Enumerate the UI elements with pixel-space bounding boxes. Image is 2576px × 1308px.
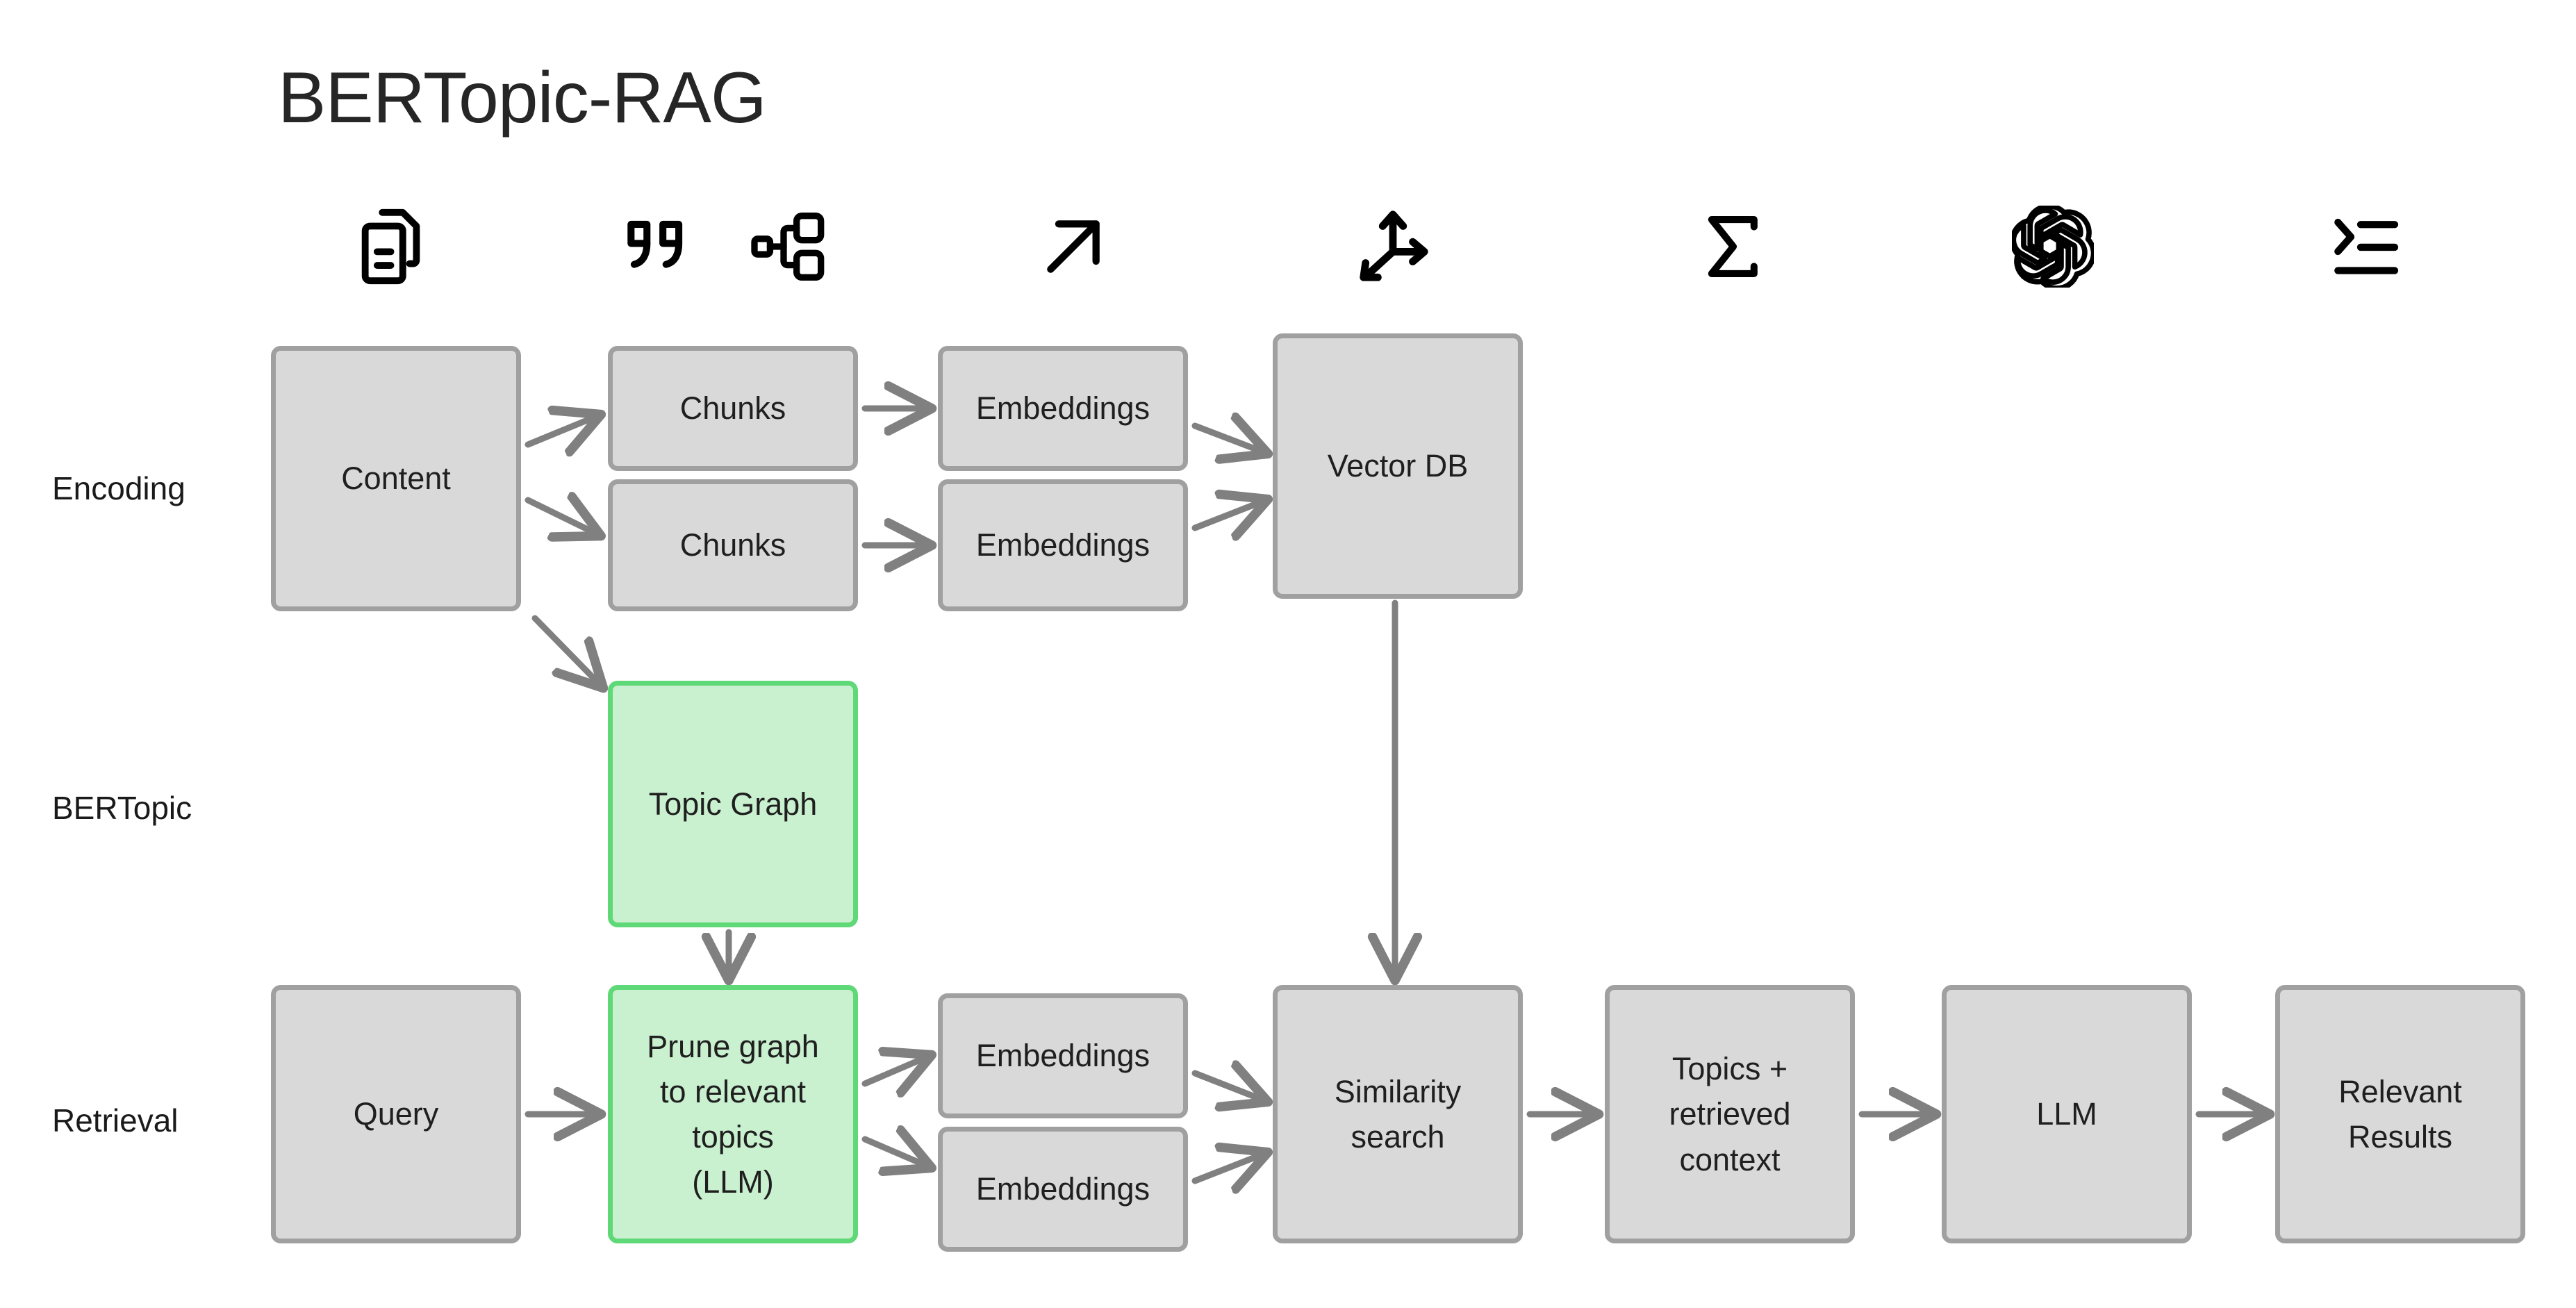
- node-label: Embeddings: [975, 1171, 1150, 1207]
- node-topics-retrieved-context[interactable]: Topics + retrieved context: [1605, 985, 1855, 1243]
- edge-content-to-topic-graph: [531, 615, 602, 686]
- node-label: Chunks: [679, 527, 786, 563]
- quote-icon: [611, 201, 702, 292]
- node-label: Embeddings: [975, 527, 1150, 563]
- axes-3d-icon: [1348, 201, 1438, 292]
- node-label: Vector DB: [1327, 448, 1469, 484]
- node-label: Embeddings: [975, 390, 1150, 427]
- edge-embeddings-3-to-similarity: [1191, 1073, 1266, 1101]
- node-label: Chunks: [679, 390, 786, 427]
- row-label-encoding: Encoding: [52, 470, 185, 506]
- row-label-retrieval: Retrieval: [52, 1102, 179, 1139]
- openai-icon: [2008, 201, 2098, 292]
- edge-content-to-chunks-2: [525, 500, 599, 535]
- edge-content-to-chunks-1: [525, 415, 599, 445]
- node-content[interactable]: Content: [271, 346, 521, 611]
- node-embeddings-4[interactable]: Embeddings: [938, 1127, 1188, 1252]
- graph-nodes-icon: [743, 201, 834, 292]
- documents-icon: [347, 201, 438, 292]
- node-prune-graph[interactable]: Prune graph to relevant topics (LLM): [608, 985, 858, 1243]
- node-label: Query: [353, 1096, 439, 1132]
- arrow-up-right-icon: [1028, 201, 1118, 292]
- node-embeddings-3[interactable]: Embeddings: [938, 993, 1188, 1118]
- node-label: Embeddings: [975, 1038, 1150, 1074]
- node-label: LLM: [2036, 1096, 2097, 1132]
- node-similarity-search[interactable]: Similarity search: [1273, 985, 1523, 1243]
- edge-prune-graph-to-embeddings-4: [861, 1139, 930, 1167]
- node-label: Topics + retrieved context: [1669, 1051, 1791, 1177]
- node-embeddings-2[interactable]: Embeddings: [938, 479, 1188, 611]
- node-label: Content: [341, 461, 451, 497]
- node-chunks-1[interactable]: Chunks: [608, 346, 858, 471]
- edge-prune-graph-to-embeddings-3: [861, 1056, 930, 1084]
- node-relevant-results[interactable]: Relevant Results: [2275, 985, 2525, 1243]
- node-topic-graph[interactable]: Topic Graph: [608, 681, 858, 927]
- node-label: Relevant Results: [2338, 1073, 2462, 1154]
- edge-embeddings-1-to-vector-db: [1191, 426, 1266, 453]
- edge-embeddings-2-to-vector-db: [1191, 500, 1266, 528]
- node-chunks-2[interactable]: Chunks: [608, 479, 858, 611]
- node-embeddings-1[interactable]: Embeddings: [938, 346, 1188, 471]
- node-query[interactable]: Query: [271, 985, 521, 1243]
- node-llm[interactable]: LLM: [1942, 985, 2192, 1243]
- row-label-bertopic: BERTopic: [52, 790, 192, 826]
- node-vector-db[interactable]: Vector DB: [1273, 333, 1523, 599]
- node-label: Prune graph to relevant topics (LLM): [647, 1028, 819, 1200]
- list-indent-icon: [2320, 201, 2411, 292]
- node-label: Topic Graph: [648, 786, 818, 822]
- node-label: Similarity search: [1334, 1073, 1462, 1154]
- edge-embeddings-4-to-similarity: [1191, 1153, 1266, 1181]
- sigma-icon: [1688, 201, 1778, 292]
- page-title: BERTopic-RAG: [278, 58, 767, 138]
